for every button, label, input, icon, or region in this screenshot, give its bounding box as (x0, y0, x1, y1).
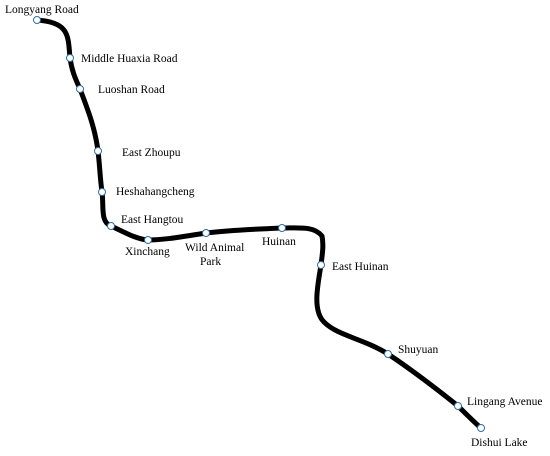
station-label-wild-animal-park-line-2: Park (200, 256, 221, 268)
station-markers (33, 16, 485, 432)
station-label-east-hangtou: East Hangtou (121, 214, 184, 226)
station-marker-longyang-road[interactable] (33, 16, 41, 24)
station-marker-shuyuan[interactable] (384, 350, 392, 358)
station-label-shuyuan: Shuyuan (398, 344, 439, 356)
station-marker-east-hangtou[interactable] (107, 222, 115, 230)
station-marker-lingang-avenue[interactable] (454, 402, 462, 410)
station-label-huinan: Huinan (262, 236, 296, 248)
station-label-east-huinan: East Huinan (332, 261, 389, 273)
station-labels: Longyang Road Middle Huaxia Road Luoshan… (5, 4, 542, 449)
station-marker-dishui-lake[interactable] (477, 424, 485, 432)
station-marker-wild-animal-park[interactable] (202, 229, 210, 237)
station-label-luoshan-road: Luoshan Road (98, 84, 165, 96)
station-marker-huinan[interactable] (278, 224, 286, 232)
station-marker-east-huinan[interactable] (317, 261, 325, 269)
station-label-east-zhoupu: East Zhoupu (122, 147, 181, 159)
station-marker-east-zhoupu[interactable] (94, 147, 102, 155)
station-label-wild-animal-park-line-1: Wild Animal (185, 242, 244, 254)
station-marker-middle-huaxia-road[interactable] (66, 54, 74, 62)
metro-route-line (33, 17, 484, 431)
station-label-heshahangcheng: Heshahangcheng (116, 186, 195, 198)
station-label-xinchang: Xinchang (125, 246, 170, 258)
station-marker-xinchang[interactable] (144, 236, 152, 244)
station-marker-luoshan-road[interactable] (76, 85, 84, 93)
station-marker-heshahangcheng[interactable] (98, 188, 106, 196)
station-label-longyang-road: Longyang Road (5, 4, 79, 16)
station-label-lingang-avenue: Lingang Avenue (467, 396, 542, 408)
station-label-middle-huaxia-road: Middle Huaxia Road (81, 53, 178, 65)
station-label-wild-animal-park: Wild Animal Park (185, 242, 247, 268)
station-label-dishui-lake: Dishui Lake (471, 437, 528, 449)
